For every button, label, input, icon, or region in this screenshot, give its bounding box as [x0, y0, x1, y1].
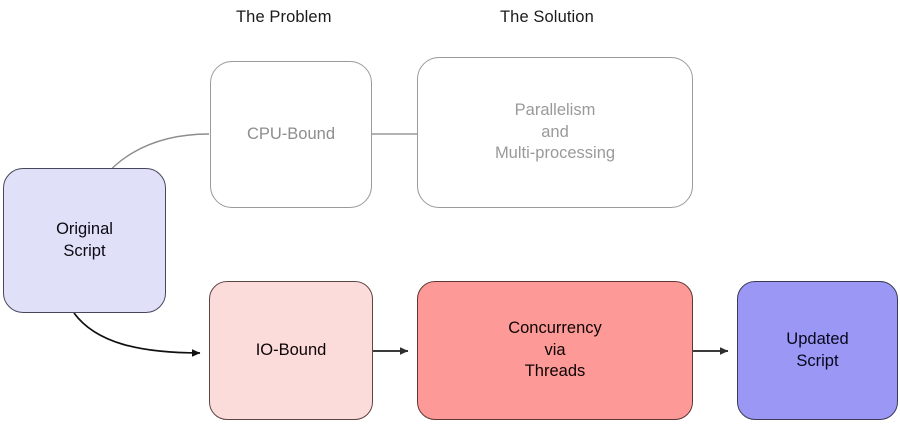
- node-concurrency-line3: Threads: [524, 362, 586, 381]
- node-parallelism-label: Parallelism and Multi-processing: [495, 100, 615, 165]
- node-updated-script-label: Updated Script: [786, 329, 848, 373]
- node-original-script[interactable]: Original Script: [3, 168, 166, 313]
- node-updated-script-line2: Script: [796, 351, 839, 370]
- node-io-bound[interactable]: IO-Bound: [209, 281, 373, 420]
- node-parallelism-line1: Parallelism: [514, 100, 596, 119]
- node-updated-script[interactable]: Updated Script: [737, 281, 898, 420]
- node-concurrency-line1: Concurrency: [508, 318, 602, 337]
- node-original-script-label: Original Script: [56, 219, 113, 263]
- edge-original-script-to-io-bound: [73, 312, 201, 357]
- node-parallelism-line2: and: [541, 122, 569, 141]
- node-cpu-bound-label: CPU-Bound: [246, 124, 336, 143]
- node-original-script-line2: Script: [63, 241, 106, 260]
- node-io-bound-label: IO-Bound: [255, 340, 327, 359]
- node-parallelism-line3: Multi-processing: [494, 144, 616, 163]
- node-parallelism[interactable]: Parallelism and Multi-processing: [417, 57, 693, 208]
- node-concurrency-line2: via: [544, 340, 566, 359]
- node-concurrency[interactable]: Concurrency via Threads: [417, 281, 693, 420]
- node-concurrency-label: Concurrency via Threads: [508, 318, 602, 383]
- node-updated-script-line1: Updated: [786, 329, 849, 348]
- node-original-script-line1: Original: [56, 219, 113, 238]
- column-header-problem: The Problem: [236, 8, 332, 26]
- node-cpu-bound[interactable]: CPU-Bound: [210, 61, 372, 208]
- column-header-solution: The Solution: [500, 8, 594, 26]
